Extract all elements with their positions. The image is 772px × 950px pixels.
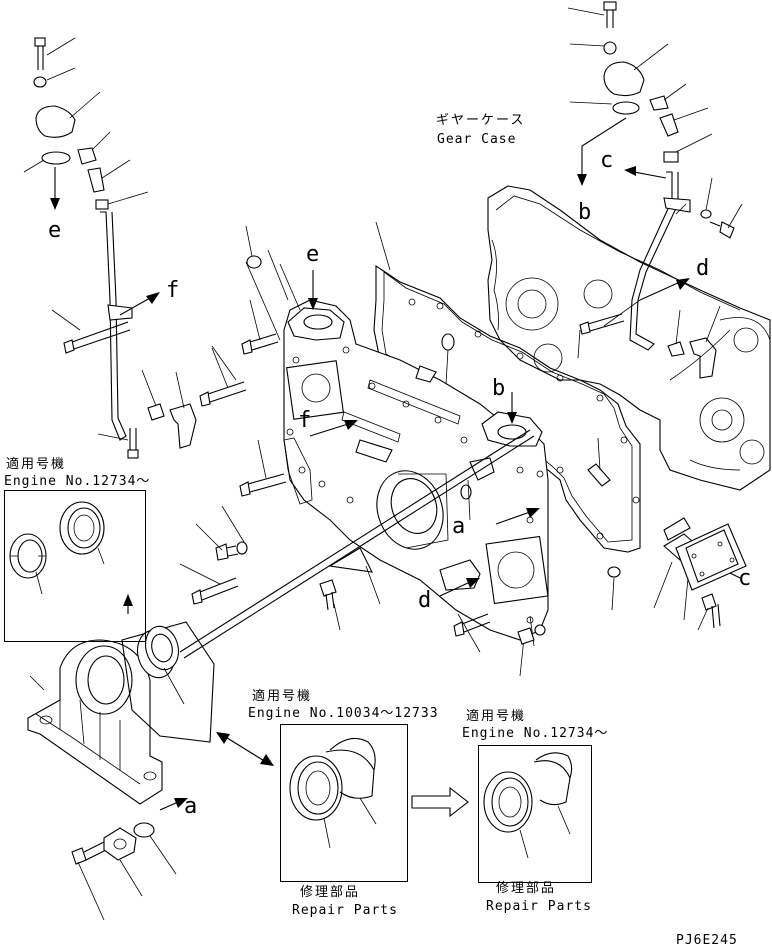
callout-e-left: e — [48, 218, 62, 243]
diagram-code: PJ6E245 — [676, 933, 738, 948]
middle-repair-jp: 修理部品 — [300, 885, 361, 900]
right-engine-range: Engine No.12734～ — [462, 726, 609, 741]
callout-a-bottom: a — [184, 794, 198, 819]
middle-repair-box — [280, 724, 408, 882]
gear-case-label-en: Gear Case — [437, 132, 517, 147]
gear-case-label-jp: ギヤーケース — [436, 113, 526, 128]
cover-plate — [653, 517, 747, 631]
left-box-seals — [9, 501, 105, 595]
leader-lines — [211, 249, 581, 381]
bearing-assembly — [121, 594, 215, 743]
cover-bolts — [179, 299, 546, 645]
callout-f-left: f — [166, 278, 180, 303]
callout-b-right: b — [578, 200, 592, 225]
middle-engine-range: Engine No.10034～12733 — [248, 706, 439, 721]
callout-d-right: d — [696, 256, 710, 281]
left-engine-range: Engine No.12734～ — [4, 474, 151, 489]
right-oil-pipe-assembly — [567, 1, 743, 379]
right-repair-jp: 修理部品 — [496, 881, 557, 896]
callout-d-cover: d — [418, 588, 432, 613]
right-applicable-jp: 適用号機 — [466, 709, 527, 724]
left-oil-pipe-assembly — [23, 37, 197, 459]
gear-case — [487, 185, 771, 491]
callout-c-top: c — [600, 148, 614, 173]
long-bolt — [179, 429, 535, 659]
right-repair-en: Repair Parts — [486, 899, 592, 914]
callout-f-cover: f — [298, 408, 312, 433]
interchange-arrows — [216, 732, 469, 818]
callout-e-cover: e — [306, 242, 320, 267]
callout-c-plate: c — [738, 566, 752, 591]
right-box-parts — [483, 752, 573, 859]
bearing-pedestal — [27, 639, 163, 805]
right-repair-box — [478, 745, 592, 883]
bottom-left-parts — [71, 822, 177, 921]
callout-a-cover: a — [452, 514, 466, 539]
middle-box-parts — [289, 737, 377, 849]
callout-b-cover: b — [492, 376, 506, 401]
middle-repair-en: Repair Parts — [292, 903, 398, 918]
left-applicable-jp: 適用号機 — [6, 457, 67, 472]
front-cover — [245, 225, 549, 677]
left-applicable-box — [4, 490, 146, 642]
middle-applicable-jp: 適用号機 — [252, 689, 313, 704]
